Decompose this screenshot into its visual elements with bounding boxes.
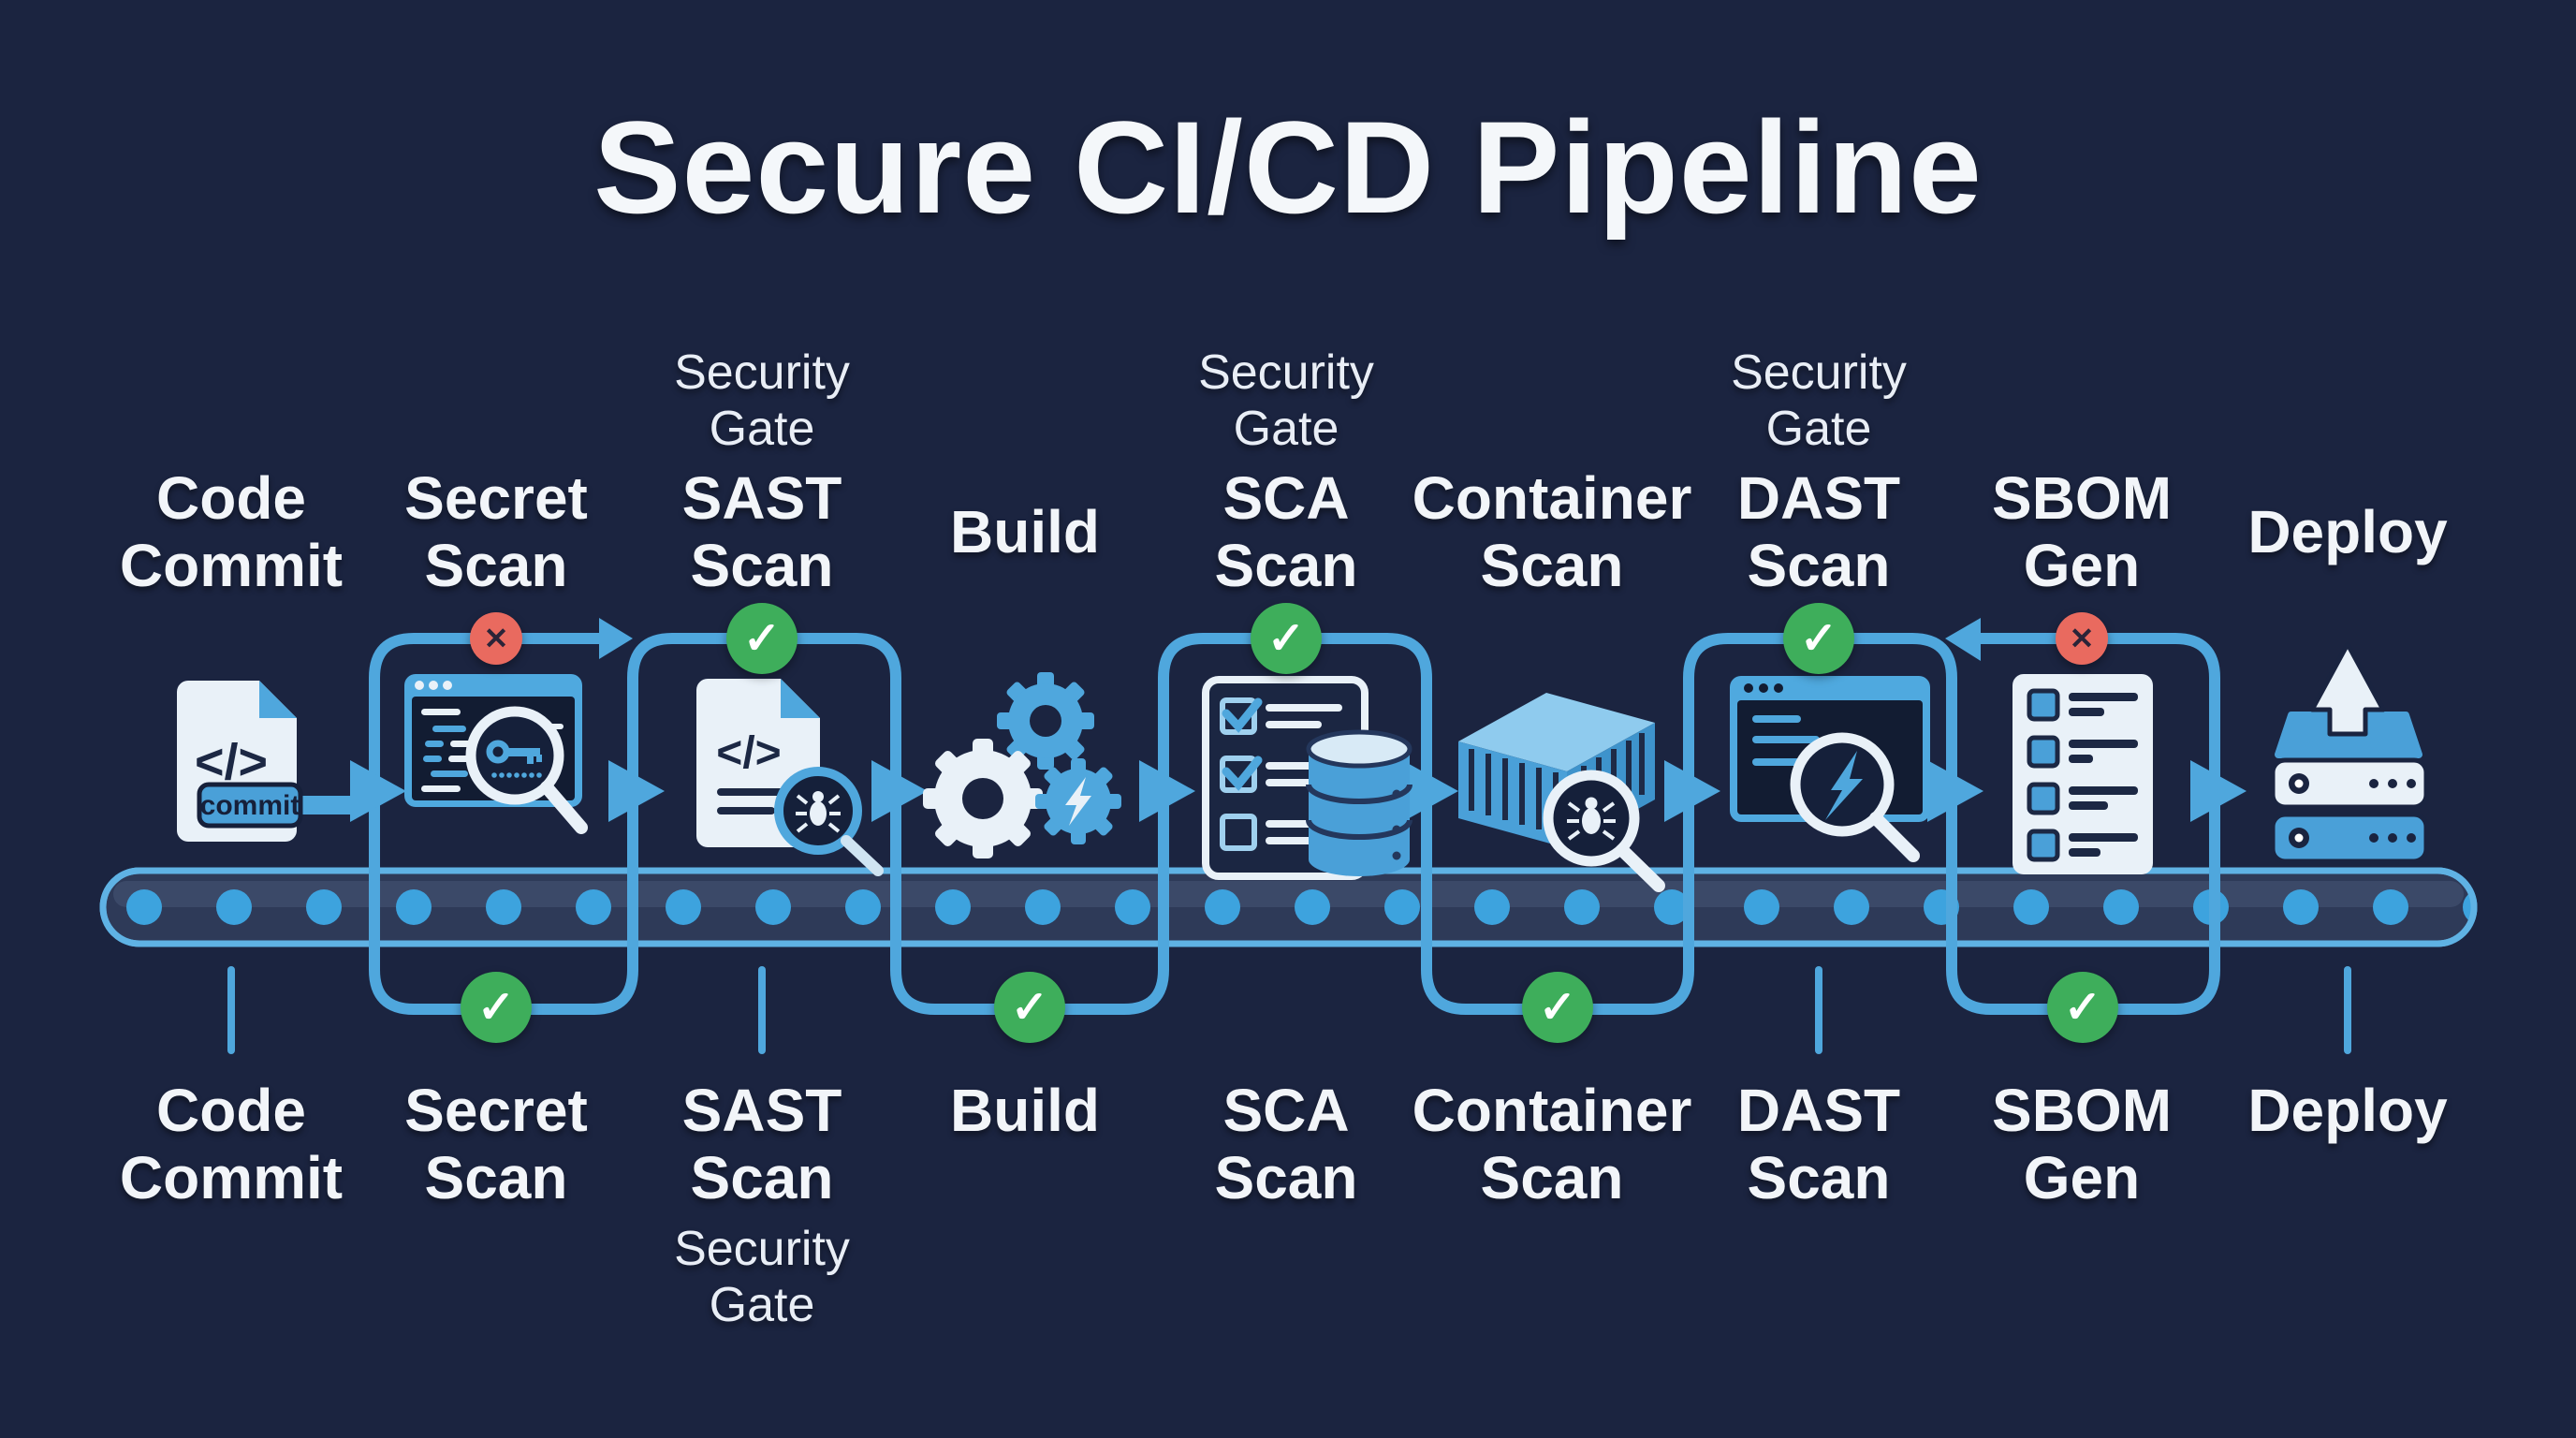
- bottom-label-sast-scan: SAST Scan Security Gate: [650, 1077, 874, 1333]
- bottom-label-secret-scan: Secret Scan: [404, 1077, 588, 1211]
- bottom-label-sbom-gen: SBOM Gen: [1992, 1077, 2172, 1211]
- sast-scan-gate-pass-badge: ✓: [726, 603, 798, 674]
- flow-arrow-icons: [350, 760, 2247, 822]
- check-icon: ✓: [1799, 614, 1838, 664]
- top-label-secret-scan: Secret Scan: [404, 464, 588, 599]
- container-scan-icon: [1458, 693, 1665, 892]
- bottom-label-sast-text: SAST Scan: [681, 1077, 842, 1211]
- bottom-label-deploy: Deploy: [2247, 1077, 2448, 1144]
- dast-scan-gate-pass-badge: ✓: [1783, 603, 1854, 674]
- page-title: Secure CI/CD Pipeline: [593, 94, 1983, 241]
- database-icon: [1306, 729, 1412, 876]
- gate-path-arrowheads: [599, 618, 1981, 661]
- top-label-sast-scan: SAST Scan: [681, 464, 842, 599]
- commit-tag-label: commit: [200, 790, 300, 821]
- gate-forward-arrow-icon: [599, 618, 633, 659]
- secret-scan-gate-fail-badge: ✕: [470, 612, 522, 665]
- code-glyph: </>: [195, 734, 268, 790]
- browser-key-scan-icon: [404, 674, 588, 834]
- check-icon: ✓: [1010, 983, 1049, 1033]
- bottom-label-dast-scan: DAST Scan: [1736, 1077, 1901, 1211]
- check-icon: ✓: [742, 614, 782, 664]
- top-label-sbom-gen: SBOM Gen: [1992, 464, 2172, 599]
- sbom-gate-fail-badge: ✕: [2056, 612, 2108, 665]
- code-bug-scan-icon: </>: [696, 679, 884, 876]
- document-list-icon: [2012, 674, 2153, 874]
- top-label-build: Build: [950, 498, 1100, 565]
- security-gate-label-sca: Security Gate: [1198, 345, 1374, 456]
- gears-icon: [923, 672, 1121, 858]
- conveyor-belt: [99, 867, 2478, 947]
- bottom-label-sca-scan: SCA Scan: [1214, 1077, 1358, 1211]
- gate-reject-arrow-icon: [1945, 618, 1981, 661]
- check-icon: ✓: [2063, 983, 2102, 1033]
- security-gate-label-dast: Security Gate: [1731, 345, 1907, 456]
- check-icon: ✓: [1538, 983, 1577, 1033]
- sca-scan-gate-pass-badge: ✓: [1251, 603, 1322, 674]
- code-glyph: </>: [716, 728, 781, 778]
- bottom-label-build: Build: [950, 1077, 1100, 1144]
- sbom-pass-badge: ✓: [2047, 972, 2118, 1043]
- check-icon: ✓: [1266, 614, 1306, 664]
- bottom-label-container-scan: Container Scan: [1412, 1077, 1692, 1211]
- top-label-sca-scan: SCA Scan: [1214, 464, 1358, 599]
- bottom-label-code-commit: Code Commit: [119, 1077, 344, 1211]
- check-icon: ✓: [476, 983, 516, 1033]
- container-scan-pass-badge: ✓: [1522, 972, 1593, 1043]
- browser-attack-scan-icon: [1730, 676, 1930, 862]
- fail-icon: ✕: [2069, 622, 2095, 655]
- top-label-dast-scan: DAST Scan: [1736, 464, 1901, 599]
- fail-icon: ✕: [483, 622, 509, 655]
- secret-scan-pass-badge: ✓: [461, 972, 532, 1043]
- security-gate-label-sast: Security Gate: [674, 345, 850, 456]
- build-pass-badge: ✓: [994, 972, 1065, 1043]
- server-upload-icon: [2270, 641, 2429, 864]
- top-label-container-scan: Container Scan: [1412, 464, 1692, 599]
- checklist-database-icon: [1202, 676, 1412, 880]
- top-label-deploy: Deploy: [2247, 498, 2448, 565]
- stage-connector-stubs: [227, 966, 2351, 1054]
- bottom-security-gate-label: Security Gate: [674, 1222, 850, 1332]
- top-label-code-commit: Code Commit: [119, 464, 344, 599]
- code-file-commit-icon: </> commit: [177, 681, 350, 842]
